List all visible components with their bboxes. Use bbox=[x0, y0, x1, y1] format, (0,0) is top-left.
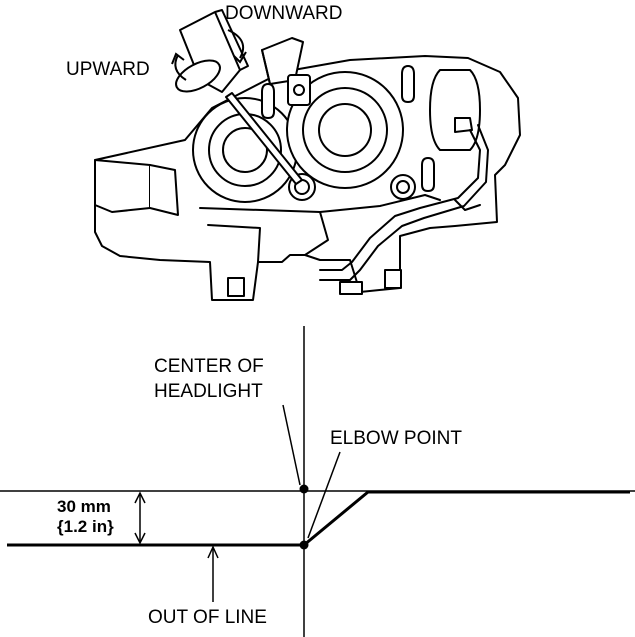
headlight-assembly bbox=[94, 37, 521, 301]
dimension-in-label: {1.2 in} bbox=[57, 517, 114, 536]
center-leader-line bbox=[282, 404, 301, 486]
elbow-point-label: ELBOW POINT bbox=[330, 428, 462, 449]
out-of-line-arrow-icon bbox=[207, 545, 219, 559]
elbow-leader-line bbox=[307, 451, 341, 539]
screwdriver-tool bbox=[175, 9, 303, 185]
center-of-headlight-label-line2: HEADLIGHT bbox=[154, 381, 263, 402]
out-of-line-label: OUT OF LINE bbox=[148, 607, 267, 628]
upward-arrow-icon bbox=[174, 54, 187, 81]
downward-label: DOWNWARD bbox=[225, 3, 343, 24]
center-of-headlight-label-line1: CENTER OF bbox=[154, 356, 264, 377]
downward-arrowhead-icon bbox=[233, 51, 247, 64]
dimension-mm-label: 30 mm bbox=[57, 497, 111, 516]
dimension-arrow-up-icon bbox=[134, 491, 146, 504]
downward-arrow-icon bbox=[227, 29, 244, 59]
aiming-pattern bbox=[0, 326, 635, 637]
upward-arrowhead-icon bbox=[171, 52, 185, 65]
cutoff-line bbox=[7, 490, 630, 547]
elbow-point bbox=[299, 540, 309, 550]
upward-label: UPWARD bbox=[66, 59, 150, 80]
rotation-arrows bbox=[171, 29, 247, 81]
dimension-arrow-down-icon bbox=[134, 532, 146, 545]
center-point bbox=[299, 484, 309, 494]
